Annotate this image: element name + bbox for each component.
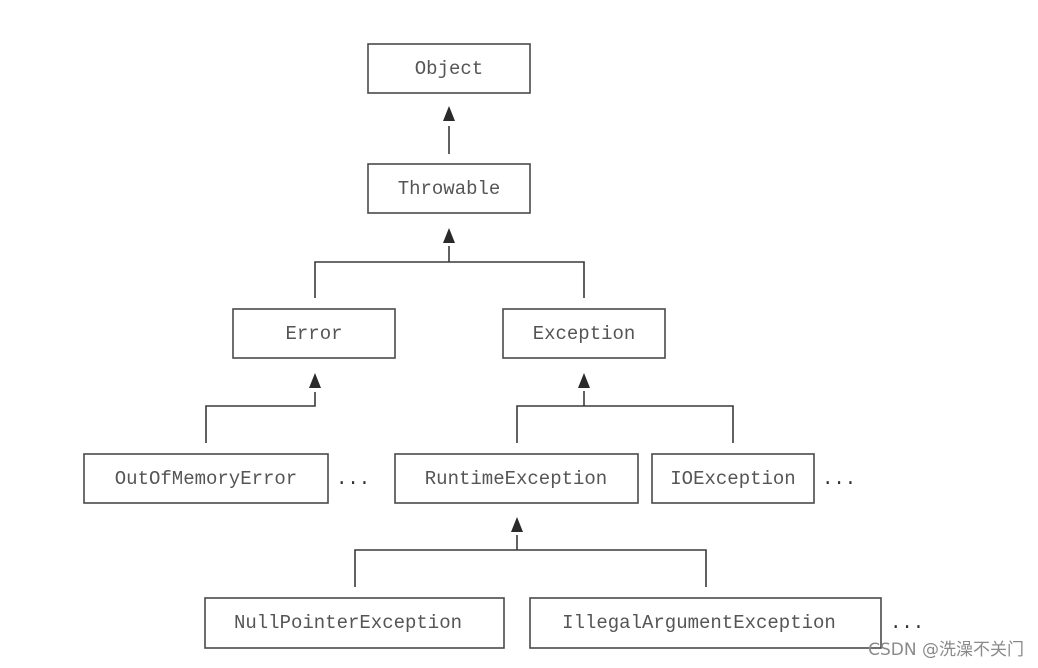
ellipsis-runtime-children: ... <box>890 612 924 634</box>
arrowhead-exception <box>578 373 590 388</box>
node-null-pointer-exception-label: NullPointerException <box>234 612 462 634</box>
arrowhead-throwable <box>443 228 455 243</box>
connector-runtime-io-exception <box>516 405 734 443</box>
ellipsis-error-children: ... <box>336 468 370 490</box>
node-io-exception: IOException <box>651 453 815 504</box>
node-throwable-label: Throwable <box>398 178 501 200</box>
connector-error-exception-throwable <box>314 261 585 298</box>
node-out-of-memory-error-label: OutOfMemoryError <box>115 468 297 490</box>
connector-npe-iae-runtime <box>354 549 707 587</box>
node-runtime-exception-label: RuntimeException <box>425 468 607 490</box>
node-out-of-memory-error: OutOfMemoryError <box>83 453 329 504</box>
node-runtime-exception: RuntimeException <box>394 453 639 504</box>
node-object: Object <box>367 43 531 94</box>
connectors <box>205 106 734 587</box>
arrowhead-object <box>443 106 455 121</box>
node-illegal-argument-exception: IllegalArgumentException <box>529 597 882 649</box>
node-object-label: Object <box>415 58 483 80</box>
node-exception: Exception <box>502 308 666 359</box>
node-error-label: Error <box>285 323 342 345</box>
node-io-exception-label: IOException <box>670 468 795 490</box>
watermark: CSDN @洗澡不关门 <box>868 640 1024 660</box>
node-null-pointer-exception: NullPointerException <box>204 597 505 649</box>
arrowhead-runtime-exception <box>511 517 523 532</box>
ellipsis-exception-children: ... <box>822 468 856 490</box>
node-illegal-argument-exception-label: IllegalArgumentException <box>562 612 836 634</box>
connector-oome-error <box>205 392 316 443</box>
arrowhead-error <box>309 373 321 388</box>
node-throwable: Throwable <box>367 163 531 214</box>
node-error: Error <box>232 308 396 359</box>
node-exception-label: Exception <box>533 323 636 345</box>
